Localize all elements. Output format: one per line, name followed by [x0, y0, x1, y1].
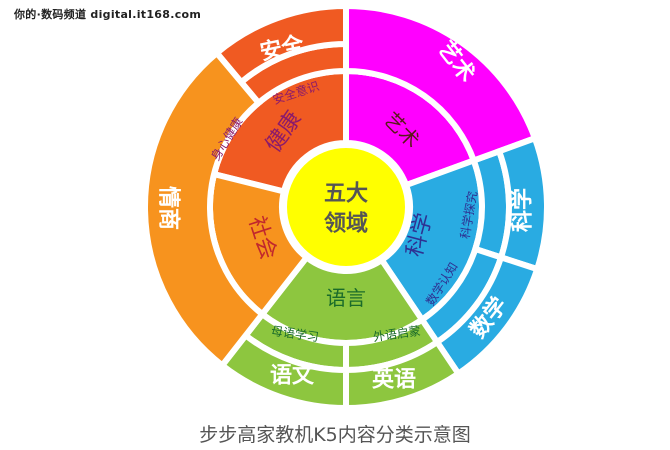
outer-label-chinese: 语文 [270, 363, 315, 389]
diagram-caption: 步步高家教机K5内容分类示意图 [199, 424, 471, 446]
outer-segment-eq [142, 48, 267, 370]
mid-label-native-language: 母语学习 [270, 323, 320, 345]
outer-label-english: 英语 [372, 368, 416, 393]
watermark: 你的·数码频道 digital.it168.com [14, 8, 202, 21]
center-circle [281, 142, 411, 272]
inner-label-language: 语言 [326, 286, 366, 310]
outer-label-eq: 情商 [156, 186, 182, 230]
outer-label-science: 科学 [510, 188, 536, 232]
center-label-line1: 五大 [324, 182, 368, 207]
center-label-line2: 领域 [324, 211, 368, 237]
mid-label-foreign-language: 外语启蒙 [372, 324, 421, 345]
